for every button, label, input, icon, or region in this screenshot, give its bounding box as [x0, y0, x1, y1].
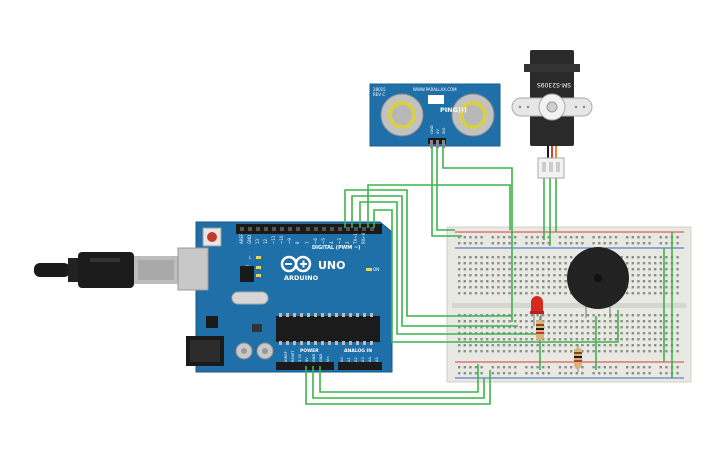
- pin-label: TX→1: [353, 232, 358, 245]
- led-l-label: L: [249, 255, 252, 260]
- pin-label: ~11: [271, 235, 276, 244]
- pin-label: ~5: [321, 238, 326, 244]
- on-label: ON: [373, 267, 379, 272]
- pin-label: GND: [247, 235, 252, 244]
- power-header-label: POWER: [300, 348, 319, 354]
- pin-label: RESET: [291, 350, 295, 362]
- pin-label: GND: [319, 354, 323, 362]
- ping-model: 28015: [373, 87, 386, 92]
- ping-ultrasonic-sensor: 28015 REV C WWW.PARALLAX.COM PING))) GND…: [369, 83, 501, 148]
- analog-header: [338, 362, 382, 370]
- pin-label: ~9: [287, 238, 292, 244]
- breadboard: [446, 226, 692, 383]
- pin-label: 3.3V: [298, 353, 302, 362]
- arduino-logo-text: ARDUINO: [284, 274, 319, 282]
- pin-label: 7: [305, 241, 310, 244]
- pin-label: IOREF: [284, 351, 288, 362]
- pin-label: 12: [263, 238, 268, 244]
- pin-label: A0: [340, 357, 344, 362]
- pin-label: ~3: [337, 238, 342, 244]
- piezo-buzzer: [567, 247, 629, 318]
- resistor-led: [536, 316, 544, 346]
- pin-label: ~6: [313, 238, 318, 244]
- ping-label: PING))): [440, 106, 467, 114]
- ping-brand: WWW.PARALLAX.COM: [413, 87, 457, 92]
- pin-label: A1: [347, 357, 351, 362]
- atmega-chip: [276, 316, 380, 342]
- pin-label: RX←0: [361, 232, 366, 244]
- ping-pin-label: 5V: [435, 129, 440, 134]
- pin-label: A4: [368, 357, 372, 362]
- resistor-buzzer: [574, 344, 582, 372]
- pin-label: A2: [354, 357, 358, 362]
- servo-model: SM-S2309S: [537, 81, 571, 88]
- board-model: UNO: [318, 259, 346, 272]
- power-header: [276, 362, 334, 370]
- analog-header-label: ANALOG IN: [344, 348, 372, 354]
- arduino-uno-board: AREF GND 13 12 ~11 ~10 ~9 8 7 ~6 ~5 4 ~3…: [177, 221, 393, 373]
- pin-label: Vin: [326, 356, 330, 362]
- reset-button-icon: [207, 232, 217, 242]
- pin-label: 13: [255, 238, 260, 244]
- pin-label: 8: [295, 241, 300, 244]
- wires: [305, 146, 673, 405]
- servo-motor: SM-S2309S: [511, 50, 593, 179]
- ping-pin-label: SIG: [441, 127, 446, 134]
- pin-label: GND: [312, 354, 316, 362]
- pin-label: ~10: [279, 235, 284, 244]
- pin-label: 4: [329, 241, 334, 244]
- arduino-logo-icon: [280, 255, 312, 273]
- ping-pin-label: GND: [429, 125, 434, 134]
- pin-label: 2: [345, 241, 350, 244]
- ping-rev: REV C: [373, 92, 385, 97]
- pin-label: A5: [375, 357, 379, 362]
- usb-cable: [34, 249, 201, 291]
- pin-label: AREF: [239, 233, 244, 244]
- pin-label: A3: [361, 357, 365, 362]
- pin-label: 5V: [305, 357, 309, 362]
- digital-header-label: DIGITAL (PWM ~): [312, 245, 360, 251]
